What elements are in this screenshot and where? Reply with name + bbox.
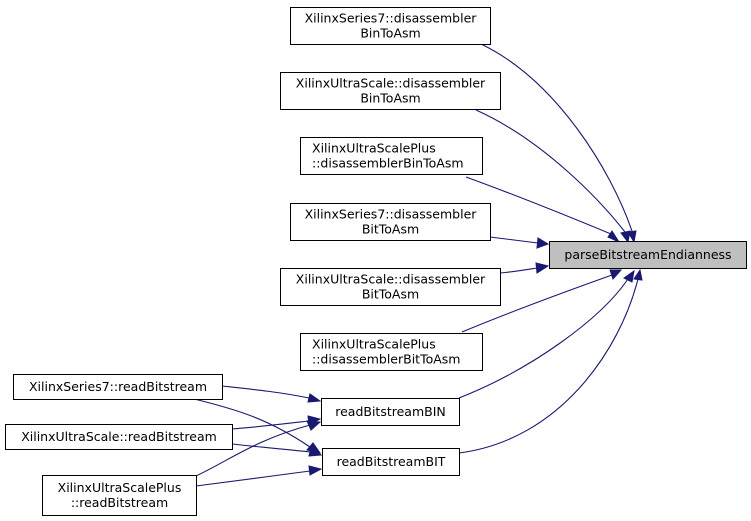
node-label: readBitstreamBIT <box>337 454 446 469</box>
arrowhead-icon <box>308 447 323 457</box>
node-label: BinToAsm <box>360 91 420 106</box>
edge-line <box>465 176 612 235</box>
caller-node-s7_readBitstream[interactable]: XilinxSeries7::readBitstream <box>13 374 223 400</box>
node-label: BitToAsm <box>362 222 419 237</box>
arrowhead-icon <box>609 269 623 280</box>
arrowhead-icon <box>633 268 643 281</box>
node-label: parseBitstreamEndianness <box>564 247 731 262</box>
node-label: XilinxUltraScale::disassembler <box>296 76 486 91</box>
caller-node-s7_binToAsm[interactable]: XilinxSeries7::disassemblerBinToAsm <box>290 7 491 45</box>
edge-line <box>195 470 311 487</box>
edge-line <box>461 274 613 333</box>
edge-usp_readBitstream-to-readBitstreamBIT <box>195 465 323 487</box>
node-box <box>280 72 501 110</box>
edge-line <box>231 420 310 430</box>
edge-us_bitToAsm-to-parseBitstreamEndianness <box>499 262 550 274</box>
node-label: BinToAsm <box>360 26 420 41</box>
node-box <box>290 203 491 241</box>
node-box <box>300 333 483 371</box>
arrowhead-icon <box>607 230 621 244</box>
node-label: ::readBitstream <box>71 495 168 510</box>
node-label: XilinxSeries7::disassembler <box>305 11 478 26</box>
caller-node-usp_readBitstream[interactable]: XilinxUltraScalePlus::readBitstream <box>42 475 197 516</box>
arrowhead-icon <box>623 269 635 283</box>
main-function-node[interactable]: parseBitstreamEndianness <box>549 241 747 269</box>
arrowhead-icon <box>620 230 631 244</box>
caller-node-us_bitToAsm[interactable]: XilinxUltraScale::disassemblerBitToAsm <box>280 268 501 306</box>
node-box <box>549 241 747 269</box>
nodes-layer: parseBitstreamEndianness XilinxSeries7::d… <box>5 7 747 516</box>
edge-s7_bitToAsm-to-parseBitstreamEndianness <box>489 236 550 249</box>
edge-readBitstreamBIN-to-parseBitstreamEndianness <box>458 269 635 399</box>
caller-node-usp_binToAsm[interactable]: XilinxUltraScalePlus::disassemblerBinToA… <box>300 137 483 175</box>
edge-line <box>195 424 311 477</box>
edge-line <box>458 278 639 454</box>
node-label: XilinxUltraScalePlus <box>312 141 436 156</box>
node-label: XilinxUltraScale::readBitstream <box>21 429 217 444</box>
edge-line <box>231 443 311 453</box>
node-box <box>5 424 233 450</box>
edge-line <box>499 267 538 274</box>
node-box <box>13 374 223 400</box>
node-label: readBitstreamBIN <box>335 404 446 419</box>
edge-line <box>458 278 629 399</box>
caller-node-us_binToAsm[interactable]: XilinxUltraScale::disassemblerBinToAsm <box>280 72 501 110</box>
arrowhead-icon <box>308 465 323 476</box>
node-label: ::disassemblerBinToAsm <box>312 156 464 171</box>
caller-node-usp_bitToAsm[interactable]: XilinxUltraScalePlus::disassemblerBitToA… <box>300 333 483 371</box>
node-box <box>300 137 483 175</box>
node-label: XilinxSeries7::readBitstream <box>29 379 207 394</box>
edge-us_binToAsm-to-parseBitstreamEndianness <box>475 109 631 244</box>
arrowhead-icon <box>307 393 322 403</box>
node-box <box>42 475 197 516</box>
caller-node-readBitstreamBIN[interactable]: readBitstreamBIN <box>321 398 460 426</box>
caller-node-s7_bitToAsm[interactable]: XilinxSeries7::disassemblerBitToAsm <box>290 203 491 241</box>
edge-readBitstreamBIT-to-parseBitstreamEndianness <box>458 268 643 454</box>
node-label: XilinxUltraScale::disassembler <box>296 272 486 287</box>
edge-line <box>489 236 539 244</box>
edge-usp_readBitstream-to-readBitstreamBIN <box>195 420 322 477</box>
arrowhead-icon <box>536 237 550 249</box>
edge-usp_bitToAsm-to-parseBitstreamEndianness <box>461 269 623 333</box>
edge-line <box>475 109 626 233</box>
edge-line <box>189 397 311 448</box>
edge-s7_readBitstream-to-readBitstreamBIN <box>221 385 322 403</box>
node-box <box>280 268 501 306</box>
caller-node-us_readBitstream[interactable]: XilinxUltraScale::readBitstream <box>5 424 233 450</box>
edge-usp_binToAsm-to-parseBitstreamEndianness <box>465 176 621 244</box>
node-label: XilinxUltraScalePlus <box>58 480 182 495</box>
edge-line <box>480 43 633 232</box>
node-box <box>290 7 491 45</box>
node-box <box>322 448 460 476</box>
arrowhead-icon <box>306 420 322 431</box>
node-label: BitToAsm <box>362 287 419 302</box>
node-box <box>321 398 460 426</box>
node-label: XilinxSeries7::disassembler <box>305 207 478 222</box>
arrowhead-icon <box>535 262 550 274</box>
edge-us_readBitstream-to-readBitstreamBIT <box>231 443 323 457</box>
caller-node-readBitstreamBIT[interactable]: readBitstreamBIT <box>322 448 460 476</box>
edges-layer <box>189 43 643 487</box>
edge-line <box>221 385 310 399</box>
node-label: XilinxUltraScalePlus <box>312 337 436 352</box>
node-label: ::disassemblerBitToAsm <box>312 352 460 367</box>
